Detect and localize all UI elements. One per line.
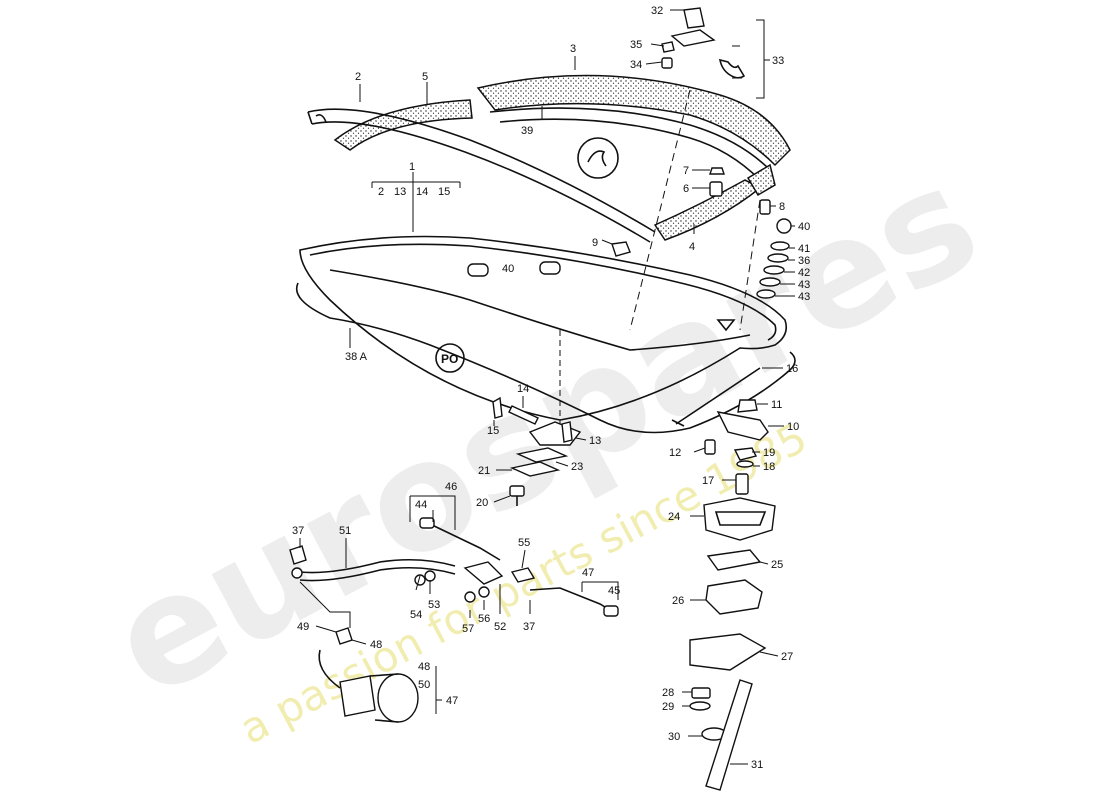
callout-43: 44 [415,499,427,511]
callout-16: 16 [786,363,798,375]
callout-2: 2 [355,71,361,83]
callout-38b: 40 [502,263,514,275]
callout-50: 52 [494,621,506,633]
callout-53: 55 [518,537,530,549]
callout-6: 6 [683,183,689,195]
callout-52: 54 [410,609,422,621]
callout-47: 48 [370,639,382,651]
leader-lines [299,9,795,765]
callout-13: 13 [589,435,601,447]
callout-34: 34 [630,59,642,71]
callout-36: 36 [798,255,810,267]
callout-54: 56 [478,613,490,625]
callout-38: 38 A [345,351,368,363]
callout-21: 21 [478,465,490,477]
callout-14: 14 [517,383,529,395]
callout-14-sub: 14 [416,186,428,198]
callout-12: 12 [669,447,681,459]
callout-19: 19 [763,447,775,459]
callout-48: 49 [297,621,309,633]
svg-text:PO: PO [441,352,458,366]
callout-49: 51 [339,525,351,537]
callout-26: 26 [672,595,684,607]
callout-55: 57 [462,623,474,635]
callout-20: 20 [476,497,488,509]
callout-10: 10 [787,421,799,433]
callout-32: 32 [651,5,663,17]
callout-28: 28 [662,687,674,699]
callout-18: 18 [763,461,775,473]
callout-7: 7 [683,165,689,177]
callout-48b: 50 [418,679,430,691]
latch-assembly [492,367,769,506]
callout-5: 5 [422,71,428,83]
callout-33: 33 [772,55,784,67]
callout-39: 40 [798,221,810,233]
callout-40: 41 [798,243,810,255]
lock-assembly [689,497,776,791]
callout-37b: 37 [523,621,535,633]
callout-1: 1 [409,161,415,173]
callout-40b: 42 [798,267,810,279]
callout-35: 35 [630,39,642,51]
callout-41: 43 [798,279,810,291]
callout-15-sub: 15 [438,186,450,198]
callout-8: 8 [779,201,785,213]
callout-11: 11 [771,399,782,411]
callout-42: 43 [798,291,810,303]
callout-31: 31 [751,759,763,771]
callout-29: 29 [662,701,674,713]
callout-9: 9 [592,237,598,249]
cable-release-assembly [289,517,619,723]
callout-27: 27 [781,651,793,663]
callout-17: 17 [702,475,714,487]
callout-15: 15 [487,425,499,437]
callout-45: 47 [582,567,594,579]
callout-30: 30 [668,731,680,743]
callout-3: 3 [570,43,576,55]
callout-44: 46 [445,481,457,493]
callout-13-sub: 13 [394,186,406,198]
callout-23: 23 [571,461,583,473]
callout-51: 53 [428,599,440,611]
callout-38a: 39 [521,125,533,137]
callout-43b: 45 [608,585,620,597]
rear-lid: PO [295,235,796,434]
fastener-stack [611,7,792,299]
callout-25: 25 [771,559,783,571]
callout-37: 37 [292,525,304,537]
callout-labels: 2 5 3 39 1 2 13 14 15 38 A 40 4 9 32 35 … [292,5,810,771]
callout-2-sub: 2 [378,186,384,198]
callout-47b: 48 [418,661,430,673]
upper-seal-assembly [307,74,791,331]
callout-4: 4 [689,241,695,253]
callout-24: 24 [668,511,680,523]
callout-46: 47 [446,695,458,707]
